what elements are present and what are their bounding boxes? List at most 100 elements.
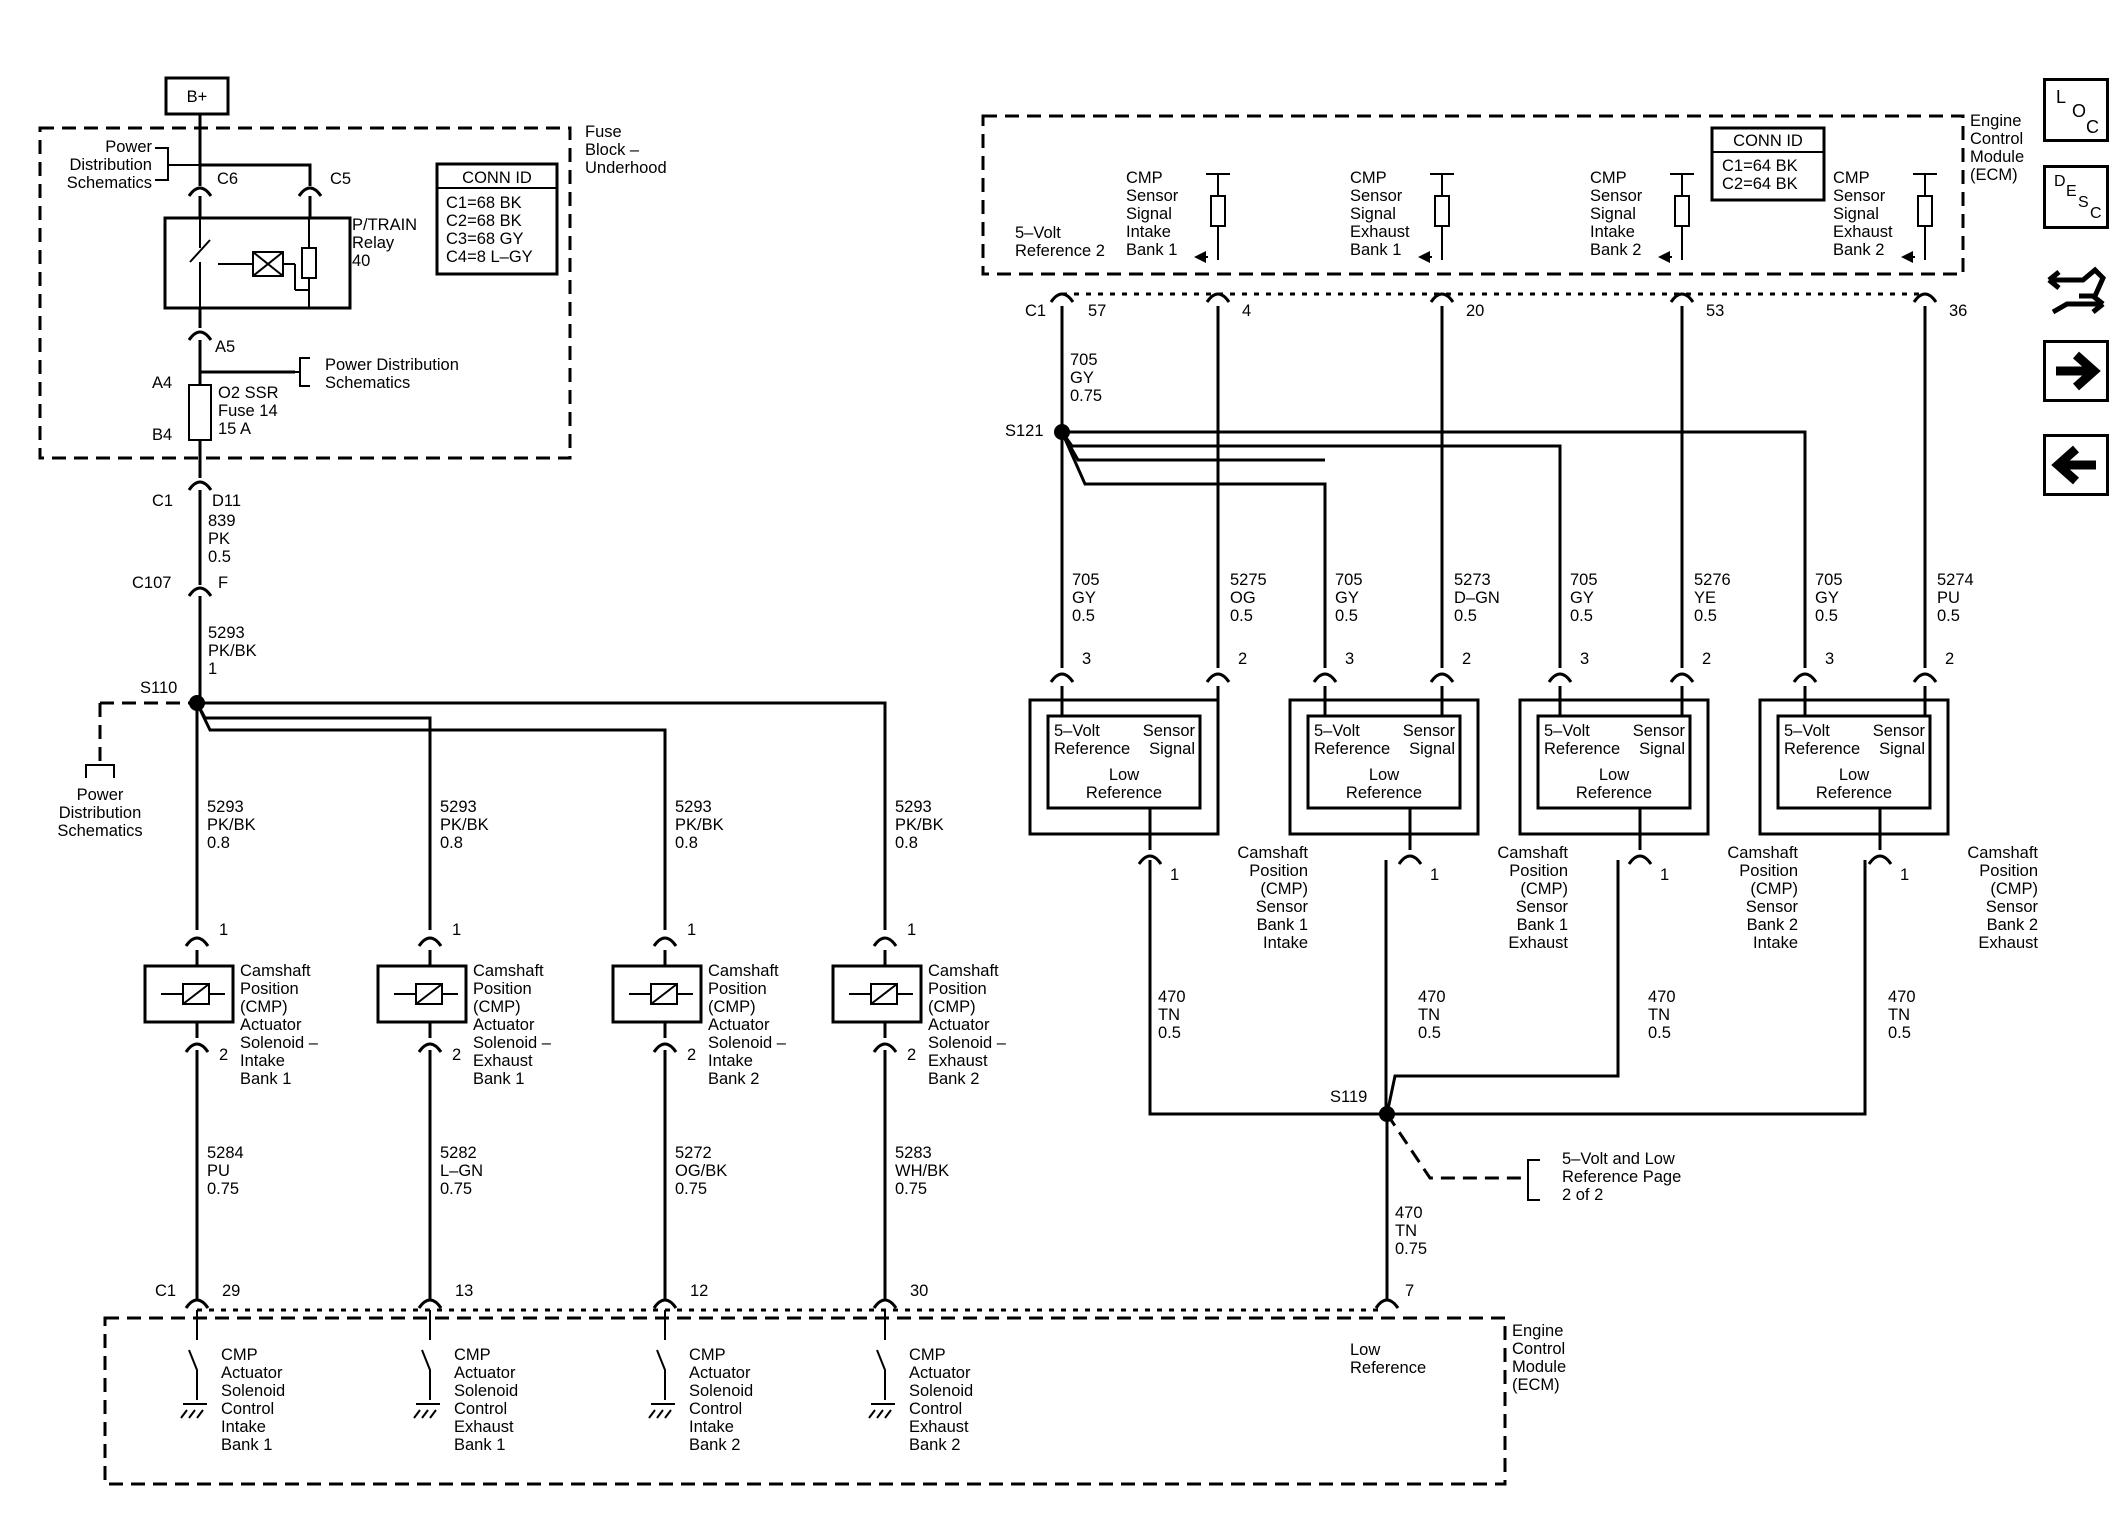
- ecm-output-label: Exhaust: [454, 1418, 514, 1436]
- sensor-label: Intake: [1753, 934, 1798, 952]
- back-button[interactable]: [2043, 434, 2109, 496]
- ground-switch-icon: [868, 1310, 895, 1419]
- pin-label: 1: [219, 921, 228, 939]
- conn-id-table: [1710, 126, 1826, 202]
- pin-label: 2: [1945, 650, 1954, 668]
- wire-label: 0.75: [1395, 1240, 1427, 1258]
- signal-label: CMP: [1833, 169, 1870, 187]
- ground-switch-icon: [180, 1310, 207, 1419]
- connector-pin3: [1312, 672, 1338, 683]
- solenoid-label: Bank 2: [708, 1070, 759, 1088]
- connector-pin2: [1205, 672, 1231, 683]
- sensor-terminal-label: Reference: [1314, 740, 1390, 758]
- wire-label: 470: [1418, 988, 1446, 1006]
- power-distribution-ref: Power Distribution: [325, 356, 459, 374]
- wire-label: 5272: [675, 1144, 712, 1162]
- wire-label: 839: [208, 512, 236, 530]
- solenoid-box: [611, 964, 703, 1024]
- connector-pin1: [184, 936, 210, 947]
- sensor-terminal-label: Sensor: [1633, 722, 1686, 740]
- pin-label: 4: [1242, 302, 1251, 320]
- connector-pin3: [1049, 672, 1075, 683]
- pin-label: C6: [217, 170, 238, 188]
- conn-id-lines: C1=64 BK: [1722, 157, 1798, 175]
- sensor-inner-box: [1306, 714, 1462, 810]
- connector-swap-button[interactable]: [2043, 252, 2109, 324]
- connector-pin1: [1867, 854, 1893, 865]
- page-reference-label: 5–Volt and Low: [1562, 1150, 1675, 1168]
- sensor-inner-box: [1776, 714, 1932, 810]
- wire-label: WH/BK: [895, 1162, 949, 1180]
- sensor-terminal-label: Low: [1109, 766, 1139, 784]
- pin-label: 2: [219, 1046, 228, 1064]
- pin-label: 1: [1430, 866, 1439, 884]
- sensor-terminal-label: Reference: [1816, 784, 1892, 802]
- signal-label: Signal: [1126, 205, 1172, 223]
- pin-label: 12: [690, 1282, 708, 1300]
- power-distribution-ref: Power: [105, 138, 152, 156]
- wire-label: TN: [1395, 1222, 1417, 1240]
- wire-label: GY: [1335, 589, 1359, 607]
- wire-label: TN: [1648, 1006, 1670, 1024]
- connector-signal: [1669, 292, 1695, 303]
- sensor-label: Camshaft: [1727, 844, 1798, 862]
- connector-signal: [1912, 292, 1938, 303]
- desc-button[interactable]: D E S C: [2043, 165, 2109, 229]
- signal-label: Signal: [1833, 205, 1879, 223]
- signal-label: Sensor: [1126, 187, 1179, 205]
- solenoid-label: Bank 2: [928, 1070, 979, 1088]
- connector-pin2: [184, 1042, 210, 1053]
- wire-label: PK/BK: [895, 816, 944, 834]
- ecm-output-label: Actuator: [221, 1364, 283, 1382]
- fuse-label: O2 SSR: [218, 384, 279, 402]
- pin-label: B4: [152, 426, 172, 444]
- solenoid-label: Camshaft: [240, 962, 311, 980]
- wire-label: 5293: [675, 798, 712, 816]
- pin-label: D11: [212, 492, 241, 510]
- wire-label: L–GN: [440, 1162, 483, 1180]
- conn-id-title: CONN ID: [462, 169, 532, 187]
- ecm-output-label: Control: [454, 1400, 507, 1418]
- ecm-output-label: Actuator: [454, 1364, 516, 1382]
- ecm-output-label: CMP: [909, 1346, 946, 1364]
- wire-label: 1: [208, 660, 217, 678]
- wire-label: YE: [1694, 589, 1716, 607]
- connector-pin1: [652, 936, 678, 947]
- back-arrow-icon: [2051, 445, 2096, 485]
- pin-label: 2: [907, 1046, 916, 1064]
- wire-label: TN: [1158, 1006, 1180, 1024]
- wire-label: 0.75: [440, 1180, 472, 1198]
- fuse-block-frame: [38, 126, 572, 460]
- signal-label: Bank 2: [1833, 241, 1884, 259]
- wire-label: PK/BK: [207, 816, 256, 834]
- solenoid-label: Camshaft: [928, 962, 999, 980]
- conn-id-lines: C2=68 BK: [446, 212, 522, 230]
- ecm-output-label: Solenoid: [221, 1382, 285, 1400]
- pin-label: 7: [1405, 1282, 1414, 1300]
- sensor-terminal-label: Reference: [1784, 740, 1860, 758]
- sensor-label: Bank 2: [1987, 916, 2038, 934]
- solenoid-label: Solenoid –: [928, 1034, 1007, 1052]
- forward-button[interactable]: [2043, 340, 2109, 402]
- sensor-terminal-label: 5–Volt: [1544, 722, 1590, 740]
- connector-pin1: [417, 936, 443, 947]
- signal-label: Intake: [1590, 223, 1635, 241]
- wire-label: 0.5: [1694, 607, 1717, 625]
- ground-switch-icon: [648, 1310, 675, 1419]
- battery-label: B+: [187, 88, 208, 106]
- fuse-block-title: Block –: [585, 141, 640, 159]
- loc-button[interactable]: L O C: [2043, 78, 2109, 142]
- connector-signal: [1429, 292, 1455, 303]
- signal-label: Sensor: [1833, 187, 1886, 205]
- wire-label: GY: [1072, 589, 1096, 607]
- wire-label: 0.5: [1418, 1024, 1441, 1042]
- solenoid-label: Bank 1: [240, 1070, 291, 1088]
- fuse-block-title: Underhood: [585, 159, 667, 177]
- connector-a5: [187, 330, 213, 341]
- signal-label: CMP: [1350, 169, 1387, 187]
- splice-label: S119: [1330, 1088, 1367, 1106]
- wire-label: 0.8: [207, 834, 230, 852]
- wire-label: 705: [1335, 571, 1363, 589]
- solenoid-label: Bank 1: [473, 1070, 524, 1088]
